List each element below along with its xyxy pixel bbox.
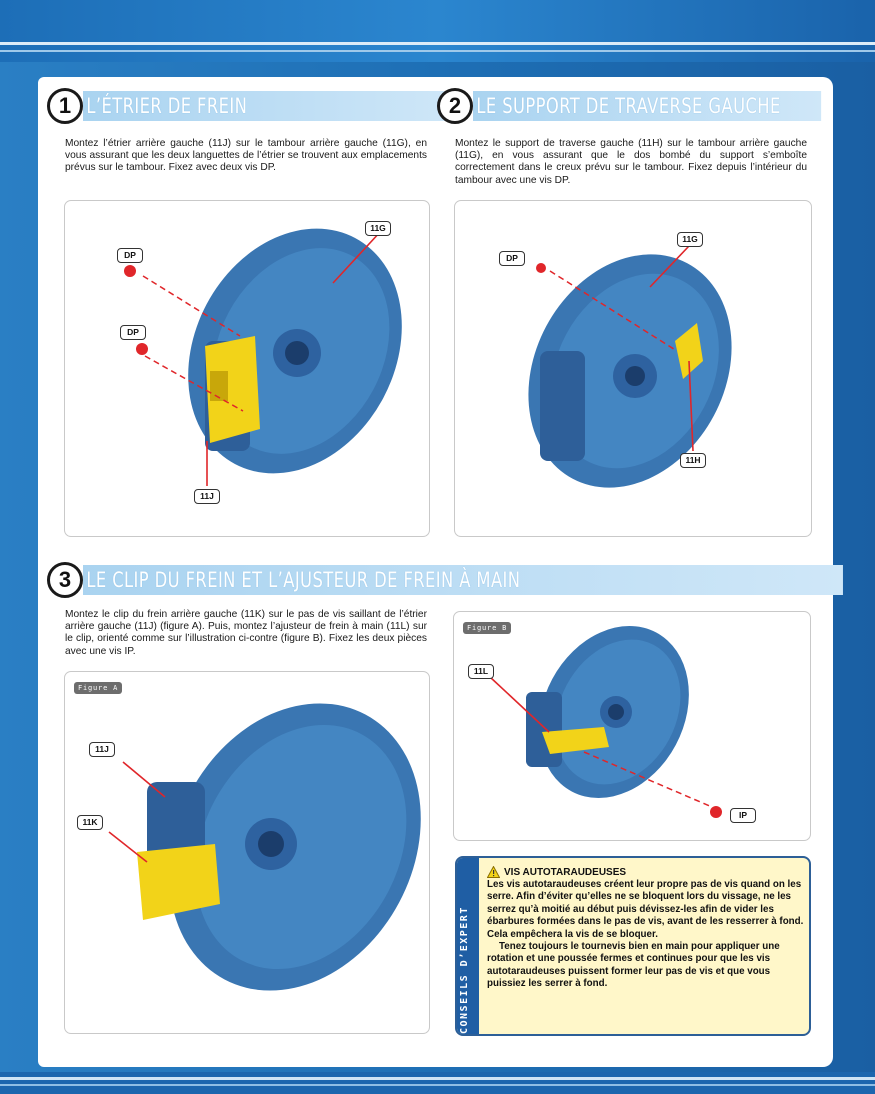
step-3-title: Le clip du frein et l’ajusteur de frein … bbox=[83, 565, 843, 595]
figure-a-panel: Figure A 11J 11K bbox=[64, 671, 430, 1034]
screw-dp-2 bbox=[136, 343, 148, 355]
figure-a-tag: Figure A bbox=[74, 682, 123, 694]
expert-paragraph-1: Les vis autotaraudeuses créent leur prop… bbox=[487, 879, 804, 940]
bottom-banner bbox=[0, 1072, 875, 1094]
expert-body: Les vis autotaraudeuses créent leur prop… bbox=[487, 879, 805, 991]
step-3-number: 3 bbox=[47, 562, 83, 598]
callout-dp-2: DP bbox=[120, 325, 146, 340]
callout-dp: DP bbox=[499, 251, 525, 266]
expert-paragraph-2: Tenez toujours le tournevis bien en main… bbox=[487, 941, 780, 990]
figure-a-illustration bbox=[108, 703, 421, 991]
drum-caliper-illustration bbox=[124, 228, 402, 486]
step-1-illustration: DP DP 11G 11J bbox=[64, 200, 430, 537]
callout-11k: 11K bbox=[77, 815, 103, 830]
step-2-illustration: DP 11G 11H bbox=[454, 200, 812, 537]
callout-11j: 11J bbox=[194, 489, 220, 504]
traverse-support bbox=[675, 323, 703, 379]
brake-clip-11k bbox=[137, 844, 220, 920]
step-2-text: Montez le support de traverse gauche (11… bbox=[455, 138, 807, 186]
step-1-header: 1 L’étrier de frein bbox=[47, 88, 466, 124]
step-1-title: L’étrier de frein bbox=[83, 91, 460, 121]
handbrake-adjuster-11l bbox=[542, 727, 609, 754]
screw-ip bbox=[710, 806, 722, 818]
bottom-stripe-thin bbox=[0, 1084, 875, 1086]
figure-b-tag: Figure B bbox=[463, 622, 512, 634]
callout-11g: 11G bbox=[365, 221, 391, 236]
warning-triangle-icon bbox=[487, 866, 500, 878]
caliper-yellow bbox=[205, 336, 260, 443]
step-3-text: Montez le clip du frein arrière gauche (… bbox=[65, 609, 427, 657]
step-3-header: 3 Le clip du frein et l’ajusteur de frei… bbox=[47, 562, 849, 598]
figure-b-illustration bbox=[489, 626, 722, 818]
bottom-stripe bbox=[0, 1077, 875, 1080]
step-1-text: Montez l’étrier arrière gauche (11J) sur… bbox=[65, 138, 427, 174]
expert-tip-box: Conseils d’expert VIS AUTOTARAUDEUSES Le… bbox=[455, 856, 811, 1036]
step-2-number: 2 bbox=[437, 88, 473, 124]
screw-dp-1 bbox=[124, 265, 136, 277]
figure-b-panel: Figure B 11L IP bbox=[453, 611, 811, 841]
callout-ip: IP bbox=[730, 808, 756, 823]
drum-support-illustration bbox=[528, 245, 732, 488]
callout-11l: 11L bbox=[468, 664, 494, 679]
expert-side-bar bbox=[457, 858, 479, 1034]
screw-dp bbox=[536, 263, 546, 273]
callout-11g: 11G bbox=[677, 232, 703, 247]
top-stripe-thin bbox=[0, 50, 875, 52]
top-stripe bbox=[0, 42, 875, 45]
callout-dp-1: DP bbox=[117, 248, 143, 263]
step-1-number: 1 bbox=[47, 88, 83, 124]
expert-title: VIS AUTOTARAUDEUSES bbox=[504, 866, 627, 878]
expert-side-label: Conseils d’expert bbox=[459, 906, 470, 1034]
caliper-body bbox=[540, 351, 585, 461]
step-2-title: Le support de traverse gauche bbox=[473, 91, 822, 121]
step-2-header: 2 Le support de traverse gauche bbox=[437, 88, 827, 124]
top-banner bbox=[0, 0, 875, 62]
callout-11h: 11H bbox=[680, 453, 706, 468]
callout-11j: 11J bbox=[89, 742, 115, 757]
expert-title-row: VIS AUTOTARAUDEUSES bbox=[487, 866, 626, 878]
